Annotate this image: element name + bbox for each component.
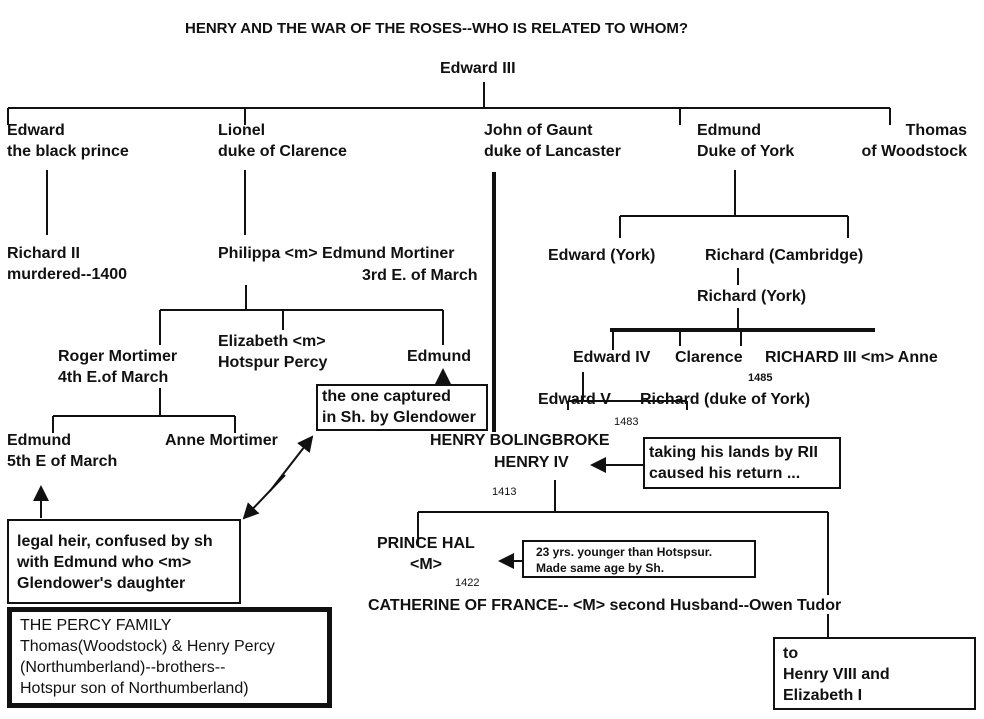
anne-mortimer: Anne Mortimer [165, 432, 278, 449]
edward-v: Edward V [538, 391, 611, 408]
year-1483: 1483 [614, 416, 639, 428]
henry-iv: HENRY IV [494, 454, 569, 471]
catherine-of-france: CATHERINE OF FRANCE-- <M> second Husband… [368, 597, 842, 614]
edward-iii: Edward III [440, 60, 516, 77]
elizabeth: Elizabeth <m>Hotspur Percy [218, 333, 328, 371]
third-earl-march: 3rd E. of March [362, 267, 478, 284]
year-1485: 1485 [748, 372, 773, 384]
edward-york: Edward (York) [548, 247, 656, 264]
edmund-lionel-line: Edmund [407, 348, 471, 365]
philippa: Philippa <m> Edmund Mortiner [218, 245, 455, 262]
richard-york: Richard (York) [697, 288, 807, 305]
hal-age-note: 23 yrs. younger than Hotspsur.Made same … [522, 540, 756, 578]
prince-hal: PRINCE HAL [377, 535, 475, 552]
clarence: Clarence [675, 349, 743, 366]
diagram-title: HENRY AND THE WAR OF THE ROSES--WHO IS R… [185, 20, 689, 37]
richard-cambridge: Richard (Cambridge) [705, 247, 864, 264]
edward-iv: Edward IV [573, 349, 651, 366]
richard-duke-york: Richard (duke of York) [640, 391, 811, 408]
year-1422: 1422 [455, 577, 480, 589]
henry-bolingbroke: HENRY BOLINGBROKE [430, 432, 610, 449]
year-1413: 1413 [492, 486, 517, 498]
prince-hal-marriage: <M> [410, 556, 443, 573]
richard-iii: RICHARD III <m> Anne [765, 349, 938, 366]
